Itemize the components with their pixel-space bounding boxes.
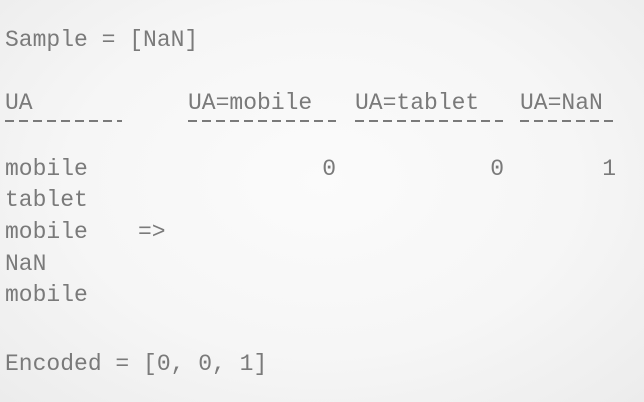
row-value: mobile	[5, 282, 88, 308]
separator-ua-mobile	[188, 120, 336, 122]
separator-ua-tablet	[355, 120, 503, 122]
header-ua-mobile: UA=mobile	[188, 90, 313, 116]
separator-ua	[5, 120, 122, 122]
sample-line: Sample = [NaN]	[5, 27, 199, 53]
row-value: mobile	[5, 219, 88, 245]
separator-ua-nan	[520, 120, 615, 122]
encoded-value-tablet: 0	[490, 156, 504, 182]
row-value: NaN	[5, 251, 47, 277]
encoded-value-mobile: 0	[322, 156, 336, 182]
encoded-line: Encoded = [0, 0, 1]	[5, 351, 268, 377]
arrow: =>	[138, 219, 166, 245]
row-value: tablet	[5, 187, 88, 213]
row-value: mobile	[5, 156, 88, 182]
header-ua-tablet: UA=tablet	[355, 90, 480, 116]
header-ua-nan: UA=NaN	[520, 90, 603, 116]
header-ua: UA	[5, 90, 33, 116]
encoded-value-nan: 1	[602, 156, 616, 182]
